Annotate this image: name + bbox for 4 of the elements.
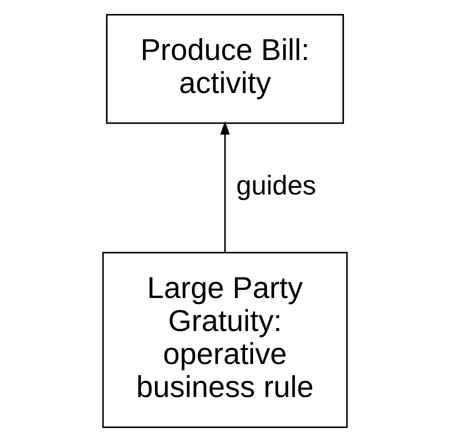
node-box: Produce Bill: activity [106,14,344,124]
arrow [220,121,230,252]
edge-label: guides [236,169,316,200]
node-box: Large Party Gratuity: operative business rule [102,252,348,428]
